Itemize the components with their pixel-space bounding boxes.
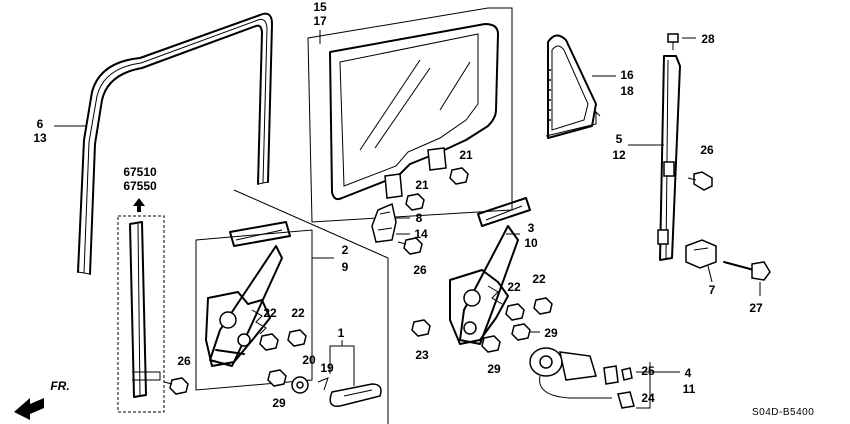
callout-27: 27 [749, 301, 763, 315]
callout-4: 4 [684, 366, 692, 380]
bolt-26-center [397, 237, 423, 255]
bolt-29-b [481, 335, 501, 353]
bolt-21-b [405, 193, 425, 211]
callout-24: 24 [641, 391, 655, 405]
callout-6: 6 [36, 117, 44, 131]
bolt-29-a [511, 323, 531, 341]
callout-21-a: 21 [459, 148, 473, 162]
callout-11: 11 [682, 382, 696, 396]
callout-14: 14 [414, 227, 428, 241]
callout-19: 19 [320, 361, 334, 375]
callout-15: 15 [313, 0, 327, 14]
callout-7: 7 [708, 283, 716, 297]
center-channel [657, 55, 681, 261]
leader-1 [329, 340, 355, 386]
callout-29-b: 29 [272, 396, 286, 410]
bracket-7 [685, 239, 717, 269]
bolt-22-b [287, 329, 307, 347]
rear-regulator [449, 197, 531, 345]
washer-20 [291, 376, 309, 394]
front-direction-arrow [14, 398, 44, 420]
front-regulator [195, 221, 313, 391]
clip-19 [317, 377, 329, 391]
callout-28: 28 [701, 32, 715, 46]
front-direction-label: FR. [50, 379, 70, 393]
diagram-code: S04D-B5400 [752, 407, 815, 418]
screw-28 [667, 33, 679, 50]
callout-22-c: 22 [507, 280, 521, 294]
callout-8: 8 [415, 211, 423, 225]
callout-10: 10 [524, 236, 538, 250]
motor-assembly [529, 347, 635, 409]
bolt-22-a [259, 333, 279, 351]
bracket-8 [371, 202, 397, 243]
bolt-23 [411, 319, 431, 337]
callout-18: 18 [620, 84, 634, 98]
callout-2: 2 [341, 243, 349, 257]
bolt-22-c [505, 303, 525, 321]
callout-9: 9 [341, 260, 349, 274]
callout-67510: 67510 [123, 165, 157, 179]
divider-line [233, 189, 389, 259]
door-run-channel [77, 12, 273, 275]
callout-22-b: 22 [291, 306, 305, 320]
callout-26-center: 26 [413, 263, 427, 277]
callout-1: 1 [337, 326, 345, 340]
quarter-glass [545, 34, 601, 139]
callout-22-d: 22 [532, 272, 546, 286]
callout-13: 13 [33, 131, 47, 145]
bolt-26-lower [163, 377, 189, 395]
callout-29-c: 29 [487, 362, 501, 376]
bolt-26-right [687, 171, 713, 191]
bolt-29-c [267, 369, 287, 387]
bolt-22-d [533, 297, 553, 315]
callout-67550: 67550 [123, 179, 157, 193]
callout-21-b: 21 [415, 178, 429, 192]
callout-26-right: 26 [700, 143, 714, 157]
leader-7 [707, 265, 713, 283]
callout-23: 23 [415, 348, 429, 362]
callout-20: 20 [302, 353, 316, 367]
door-glass [307, 7, 513, 223]
callout-26-lower: 26 [177, 354, 191, 368]
callout-16: 16 [620, 68, 634, 82]
callout-3: 3 [527, 221, 535, 235]
callout-12: 12 [612, 148, 626, 162]
bolt-21-a [449, 167, 469, 185]
callout-17: 17 [313, 14, 327, 28]
leader-4 [636, 362, 651, 409]
window-handle [329, 383, 382, 407]
bolt-27 [723, 261, 771, 281]
callout-5: 5 [615, 132, 623, 146]
callout-22-a: 22 [263, 306, 277, 320]
cutaway-box [117, 198, 165, 413]
callout-25: 25 [641, 364, 655, 378]
callout-29-a: 29 [544, 326, 558, 340]
